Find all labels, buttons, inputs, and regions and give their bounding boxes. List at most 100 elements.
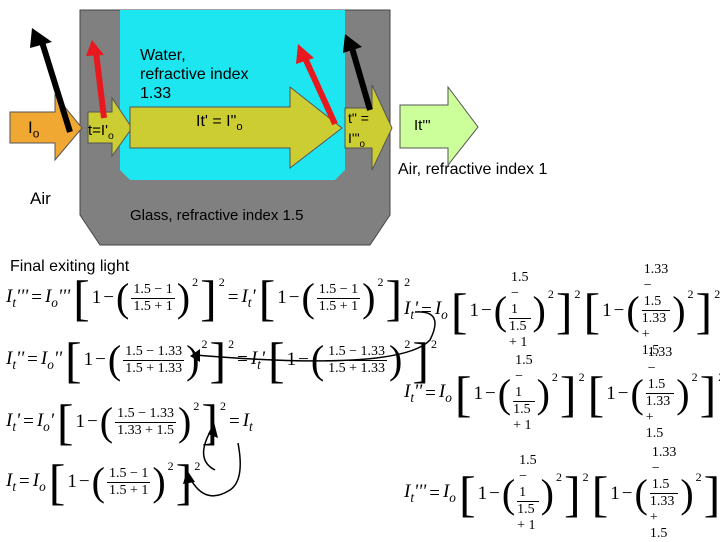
left-bracket: [ (584, 291, 601, 331)
fraction-numerator: 1.5 − 1 (317, 282, 360, 299)
one: 1 (67, 471, 77, 493)
equation-lhs: It' (404, 298, 418, 323)
exponent: 2 (548, 287, 554, 302)
right-paren: ) (537, 374, 550, 414)
exponent: 2 (201, 337, 207, 352)
fraction-denominator: 1.5 + 1.33 (328, 361, 385, 377)
equation-rhs-intensity: Io''' (45, 286, 70, 311)
outer-exponent: 2 (714, 287, 720, 302)
minus-sign: − (298, 349, 309, 371)
exponent: 2 (688, 287, 694, 302)
equals-sign: = (421, 300, 432, 322)
one: 1 (287, 349, 297, 371)
outer-exponent: 2 (220, 399, 226, 414)
left-bracket: [ (451, 291, 468, 331)
fraction-numerator: 1.5 − 1 (513, 353, 535, 402)
bracket-term-1: [1−(1.33 − 1.51.33 + 1.5)2]2 (588, 345, 720, 442)
right-paren: ) (178, 402, 191, 442)
exit-light-arrow (400, 87, 478, 165)
one: 1 (602, 300, 612, 322)
fraction-numerator: 1.5 − 1.33 (326, 344, 387, 361)
exponent: 2 (692, 370, 698, 385)
water-label-line-2: refractive index (140, 65, 249, 84)
one: 1 (478, 483, 488, 505)
minus-sign: − (103, 287, 114, 309)
fraction-denominator: 1.33 + 1.5 (117, 423, 174, 439)
right-bracket: ] (556, 291, 573, 331)
outer-exponent: 2 (579, 370, 585, 385)
left-bracket: [ (268, 340, 285, 380)
fraction-numerator: 1.5 − 1 (107, 466, 150, 483)
equation-source-intensity: Io (443, 481, 456, 506)
minus-sign: − (485, 383, 496, 405)
right-paren: ) (152, 462, 165, 502)
left-paren: ( (100, 402, 113, 442)
left-bracket: [ (65, 340, 82, 380)
outer-exponent: 2 (583, 470, 589, 485)
right-paren: ) (389, 340, 402, 380)
equation-source-intensity: Io (439, 381, 452, 406)
water-label: Water, refractive index 1.33 (140, 46, 249, 103)
water-label-line-3: 1.33 (140, 84, 249, 103)
equation-lhs: It''' (404, 481, 426, 506)
io-label: Io (28, 118, 39, 140)
equals-sign-2: = (237, 349, 248, 371)
equation-lhs: It'' (404, 381, 422, 406)
water-label-line-1: Water, (140, 46, 249, 65)
left-paren: ( (92, 462, 105, 502)
equation-second-intensity: It' (251, 348, 265, 373)
air-left-label: Air (30, 189, 51, 209)
minus-sign: − (95, 349, 106, 371)
one: 1 (606, 383, 616, 405)
minus-sign: − (87, 411, 98, 433)
left-paren: ( (626, 291, 639, 331)
equals-sign: = (23, 411, 34, 433)
glass-label: Glass, refractive index 1.5 (130, 207, 303, 224)
it-double-label: t" = I'"o (348, 108, 369, 155)
fraction-denominator: 1.5 + 1 (517, 502, 539, 534)
right-bracket: ] (209, 340, 226, 380)
equation-rhs-intensity: Io (33, 470, 46, 495)
minus-sign: − (79, 471, 90, 493)
left-paren: ( (630, 374, 643, 414)
reflection-black-1-head (30, 28, 52, 48)
fraction-denominator: 1.33 + 1.5 (646, 394, 675, 442)
left-bracket: [ (455, 374, 472, 414)
left-paren: ( (498, 374, 511, 414)
left-paren: ( (502, 474, 515, 514)
right-bracket: ] (560, 374, 577, 414)
air-right-label: Air, refractive index 1 (398, 161, 547, 179)
left-bracket: [ (57, 402, 74, 442)
minus-sign: − (481, 300, 492, 322)
fraction-numerator: 1.5 − 1 (517, 453, 539, 502)
outer-exponent: 2 (228, 337, 234, 352)
equation-lhs: It (6, 470, 16, 495)
one: 1 (76, 411, 86, 433)
fraction-numerator: 1.5 − 1 (509, 270, 531, 319)
fraction-numerator: 1.5 − 1.33 (115, 406, 176, 423)
right-bracket: ] (200, 278, 217, 318)
right-bracket: ] (704, 474, 720, 514)
it-triple-label: It'" (414, 117, 431, 134)
equation-rhs-intensity: Io'' (41, 348, 62, 373)
minus-sign: − (289, 287, 300, 309)
one: 1 (469, 300, 479, 322)
equation-lhs: It' (6, 410, 20, 435)
